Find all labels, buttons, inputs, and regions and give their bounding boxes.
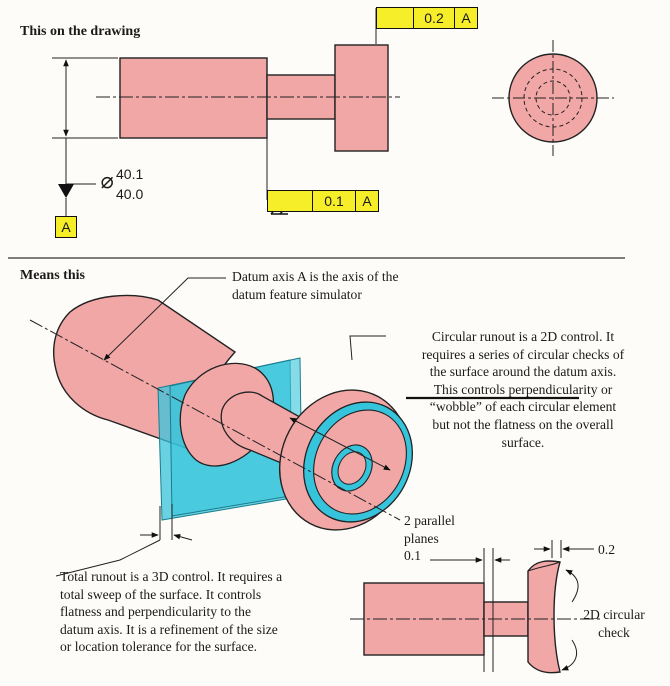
datum-feature-a: A [55,216,77,238]
diameter-symbol: ⌀ [100,168,114,193]
diameter-lower: 40.0 [116,186,144,202]
circular-check-dimension [534,540,594,671]
diameter-dimension [52,57,118,185]
end-view [492,40,614,156]
planes-value: 0.1 [404,548,421,564]
fcf-mid-value: 0.1 [312,191,355,211]
diameter-upper: 40.1 [116,166,144,182]
note-circular-runout: Circular runout is a 2D control. It requ… [421,329,625,450]
note-2d-circular-check: 2D circular check [583,607,645,640]
heading-drawing: This on the drawing [20,24,141,39]
total-runout-arrows-icon [268,191,312,211]
datum-axis-leader [103,277,226,361]
fcf-top-value: 0.2 [413,8,454,28]
circular-runout-leader [349,335,386,361]
top-part-side-view [119,44,389,152]
heading-means: Means this [20,268,85,283]
iso-datum-axis [29,319,401,521]
circ-check-value: 0.2 [598,542,615,557]
fcf-mid-datum: A [355,191,378,211]
circular-runout-arrow-icon [377,8,413,28]
note-datum-axis: Datum axis A is the axis of the datum fe… [232,269,399,302]
fcf-total-runout: 0.1 A [267,190,379,212]
total-runout-gap [55,504,193,577]
small-part-view [363,560,561,674]
fcf-circular-runout: 0.2 A [376,7,478,29]
note-parallel-planes: 2 parallel planes 0.1 [404,513,455,564]
datum-triangle [58,184,74,198]
fcf-top-datum: A [454,8,477,28]
parallel-planes-dimension [430,548,510,672]
note-total-runout: Total runout is a 3D control. It require… [60,569,283,655]
